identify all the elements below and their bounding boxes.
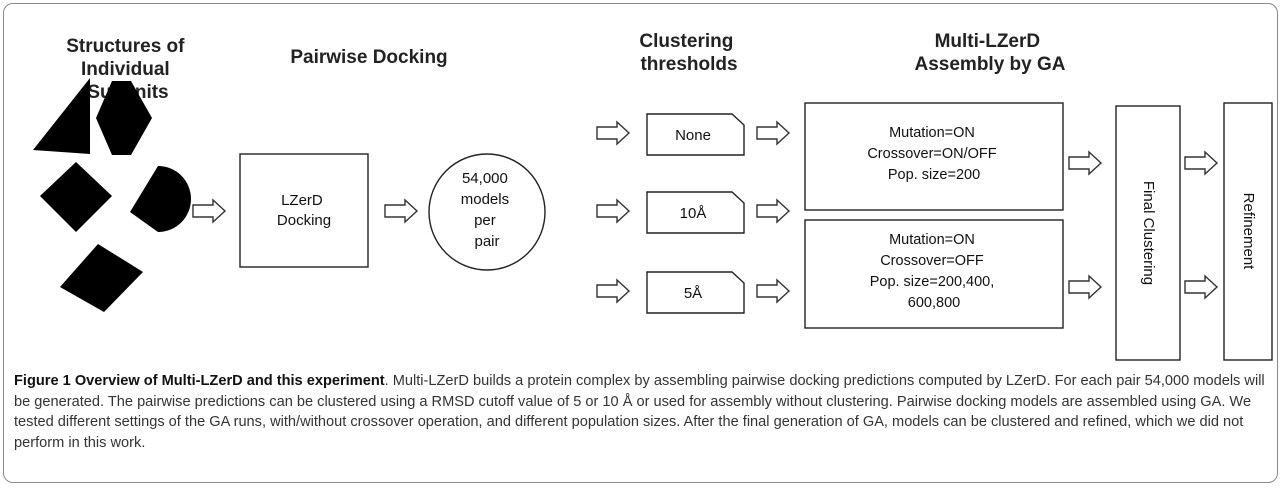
ga-settings-bottom-label: Mutation=ON Crossover=OFF Pop. size=200,…: [870, 232, 999, 311]
threshold-5a-box: [646, 271, 745, 314]
arrow-none-to-ga: [756, 121, 790, 145]
caption-body: . Multi-LZerD builds a protein complex b…: [14, 373, 1265, 451]
arrow-to-models: [384, 199, 418, 223]
workflow-diagram: Structures of Individual Subunits Pairwi…: [33, 31, 1273, 361]
threshold-10a-label: 10Å: [680, 205, 707, 222]
refinement-label: Refinement: [1240, 193, 1257, 271]
arrow-10a-to-ga: [756, 199, 790, 223]
arrow-to-10a: [596, 199, 630, 223]
arrow-to-lzerd: [192, 199, 226, 223]
final-clustering-box: [1115, 105, 1181, 361]
caption-title: Figure 1 Overview of Multi-LZerD and thi…: [14, 373, 385, 389]
threshold-5a-label: 5Å: [684, 285, 702, 302]
semicircle-subunit: [130, 166, 191, 232]
arrow-final-to-refinement-top: [1184, 151, 1218, 175]
arrow-5a-to-ga: [756, 279, 790, 303]
diamond-subunit: [40, 162, 112, 232]
header-pairwise-docking: Pairwise Docking: [290, 47, 447, 68]
models-label: 54,000 models per pair: [461, 170, 514, 250]
threshold-none-box: [646, 113, 745, 156]
ga-settings-bottom-box: [804, 219, 1064, 329]
threshold-10a-box: [646, 191, 745, 234]
final-clustering-label: Final Clustering: [1140, 181, 1157, 285]
ga-settings-top-label: Mutation=ON Crossover=ON/OFF Pop. size=2…: [867, 125, 1000, 183]
lzerd-docking-label: LZerD Docking: [277, 192, 331, 229]
refinement-box: [1223, 102, 1273, 361]
header-multi-lzerd: Multi-LZerD Assembly by GA: [915, 31, 1066, 75]
rhombus-subunit: [60, 244, 143, 312]
ga-settings-top-box: [804, 102, 1064, 211]
header-clustering-thresholds: Clustering thresholds: [639, 31, 738, 75]
threshold-none-label: None: [675, 127, 711, 144]
lzerd-docking-box: [239, 153, 369, 268]
figure-frame: [3, 3, 1278, 483]
arrow-final-to-refinement-bottom: [1184, 275, 1218, 299]
models-circle: [428, 153, 546, 271]
arrow-to-none: [596, 121, 630, 145]
arrow-to-5a: [596, 279, 630, 303]
arrow-ga-bottom-to-final: [1068, 275, 1102, 299]
triangle-subunit: [33, 78, 90, 154]
hexagon-subunit: [96, 81, 152, 155]
arrow-ga-top-to-final: [1068, 151, 1102, 175]
figure-caption: Figure 1 Overview of Multi-LZerD and thi…: [14, 371, 1268, 453]
